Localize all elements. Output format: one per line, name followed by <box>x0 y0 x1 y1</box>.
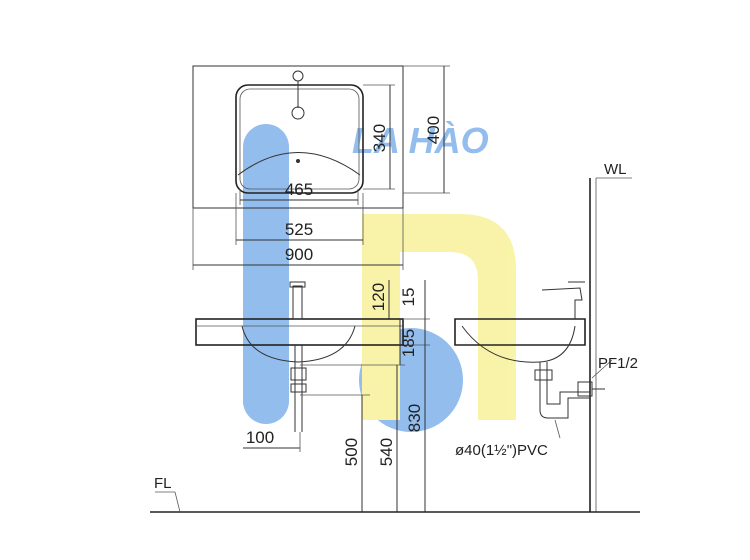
front-faucet <box>292 285 303 320</box>
watermark-blue-bar <box>243 124 289 424</box>
dim-100: 100 <box>246 428 274 447</box>
side-countertop <box>454 318 586 346</box>
supply-valve-label: PF1/2 <box>598 355 638 372</box>
watermark-text: LA HÀO <box>352 120 489 161</box>
dim-120: 120 <box>369 283 388 311</box>
watermark-logo: LA HÀO <box>243 120 516 432</box>
dim-400: 400 <box>424 116 443 144</box>
dim-185: 185 <box>399 329 418 357</box>
floor: FL <box>150 475 640 513</box>
dim-15: 15 <box>399 288 418 307</box>
side-elevation: WL PF1/2 ø40(1½")PVC <box>454 161 638 512</box>
plan-view: 340 400 465 525 900 <box>192 65 450 270</box>
basin-outline <box>235 84 364 194</box>
dim-465: 465 <box>285 180 313 199</box>
side-trap <box>539 362 590 419</box>
drain-pipe-label: ø40(1½")PVC <box>455 442 548 459</box>
dim-500: 500 <box>342 438 361 466</box>
wall-label: WL <box>604 161 627 178</box>
watermark-yellow-arch <box>362 214 516 420</box>
front-elevation: 120 15 185 830 540 500 100 <box>195 280 430 512</box>
faucet-hole <box>292 70 304 82</box>
front-basin-bowl <box>241 325 356 363</box>
floor-label: FL <box>154 475 172 492</box>
dim-340: 340 <box>370 124 389 152</box>
counter-outline <box>192 65 404 209</box>
dim-525: 525 <box>285 220 313 239</box>
dim-900: 900 <box>285 245 313 264</box>
dim-540: 540 <box>377 438 396 466</box>
dim-830: 830 <box>405 404 424 432</box>
side-faucet <box>541 287 583 319</box>
